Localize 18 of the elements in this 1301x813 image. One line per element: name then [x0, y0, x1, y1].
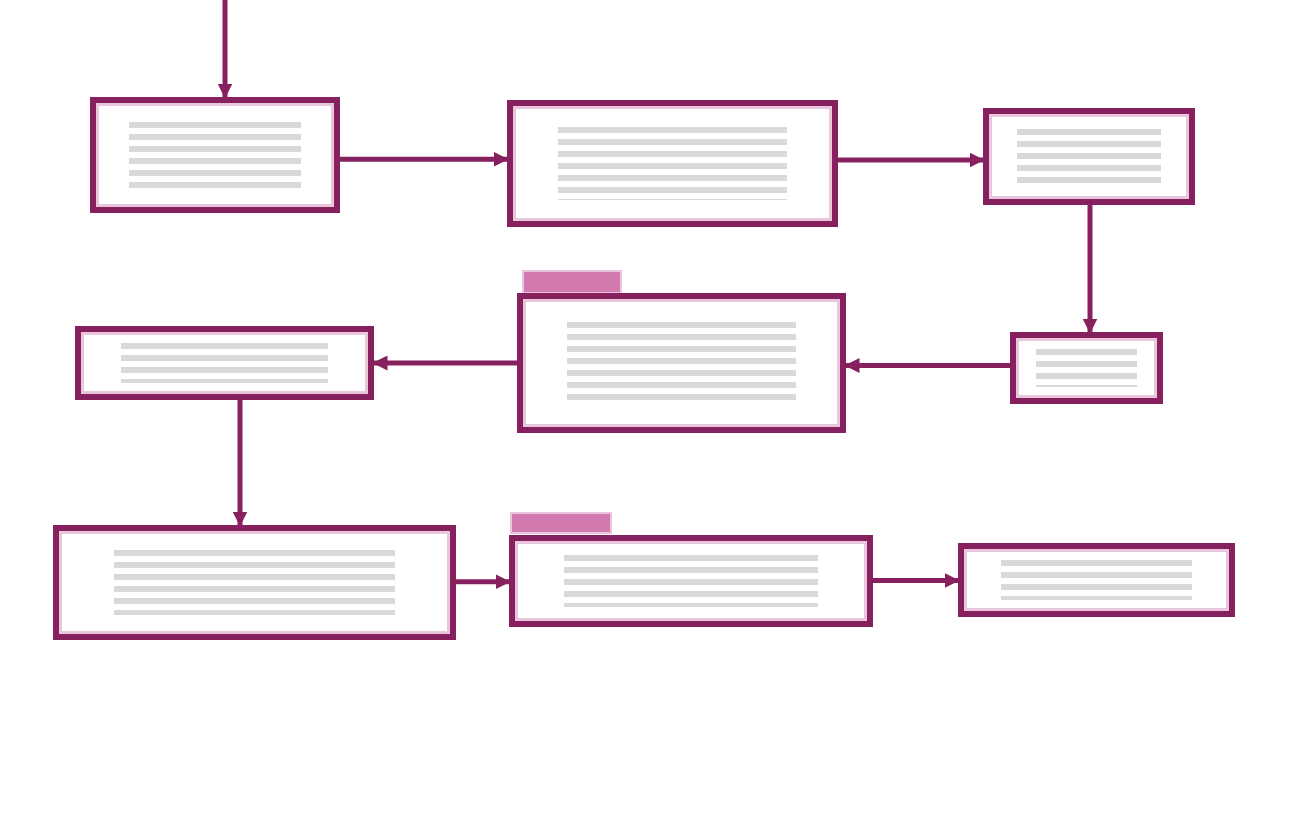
process-box — [1010, 332, 1163, 404]
process-box — [90, 97, 340, 213]
process-box — [507, 100, 838, 227]
process-box — [983, 108, 1195, 205]
process-box — [53, 525, 456, 640]
process-box — [958, 543, 1235, 617]
tag-tab — [522, 270, 622, 294]
arrow — [838, 152, 985, 168]
process-box — [75, 326, 374, 400]
arrow — [232, 400, 248, 527]
arrow — [217, 0, 233, 99]
arrow — [873, 573, 960, 588]
process-box — [509, 535, 873, 627]
tag-tab — [510, 512, 612, 534]
process-box — [517, 293, 846, 433]
arrow — [1082, 205, 1098, 334]
arrow — [340, 151, 509, 167]
arrow — [456, 574, 511, 590]
